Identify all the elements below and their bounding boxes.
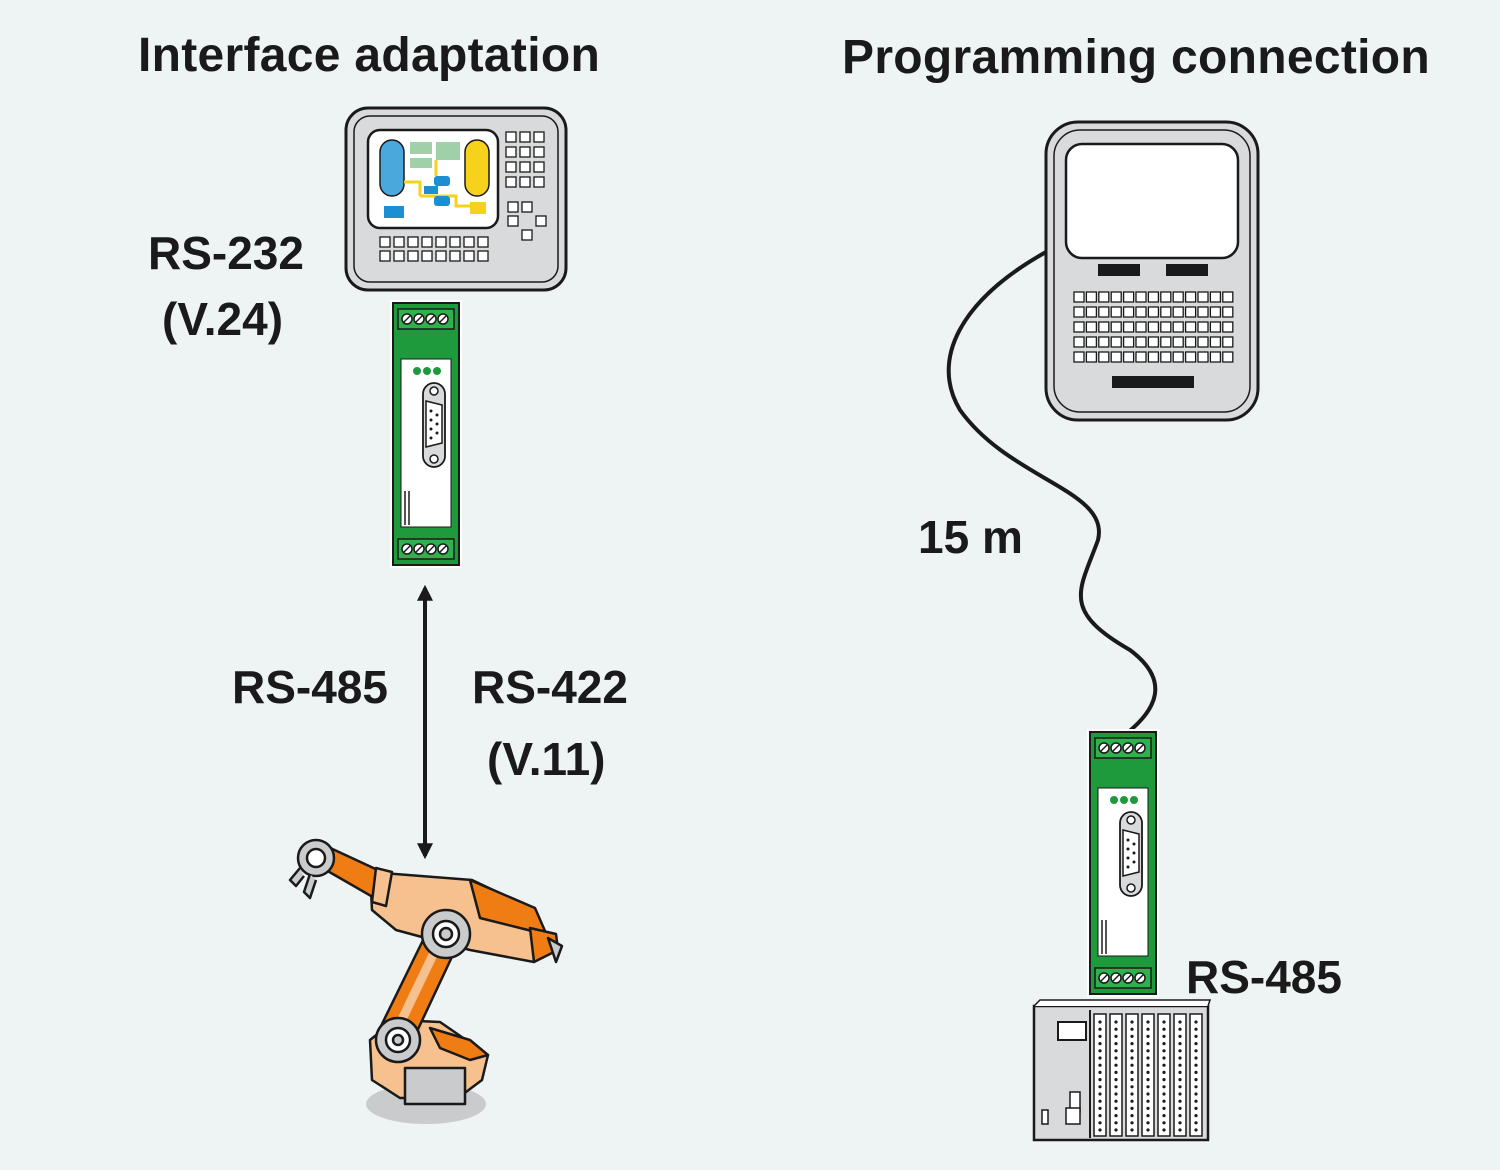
rs422-label: RS-422 xyxy=(472,661,628,713)
rs485-right-label: RS-485 xyxy=(1186,951,1342,1003)
left-converter-module xyxy=(389,299,463,569)
plc-controller xyxy=(1032,999,1212,1142)
programming-terminal xyxy=(1044,120,1260,422)
v24-label: (V.24) xyxy=(162,293,284,345)
v11-label: (V.11) xyxy=(487,733,606,785)
rs232-label: RS-232 xyxy=(148,227,304,279)
right-converter-module xyxy=(1086,728,1160,998)
cable-length-label: 15 m xyxy=(918,511,1023,563)
right-title: Programming connection xyxy=(842,31,1430,84)
operator-panel xyxy=(344,106,568,292)
industrial-robot xyxy=(288,838,564,1124)
left-title: Interface adaptation xyxy=(138,29,601,82)
rs485-left-label: RS-485 xyxy=(232,661,388,713)
programming-cable xyxy=(946,250,1158,742)
